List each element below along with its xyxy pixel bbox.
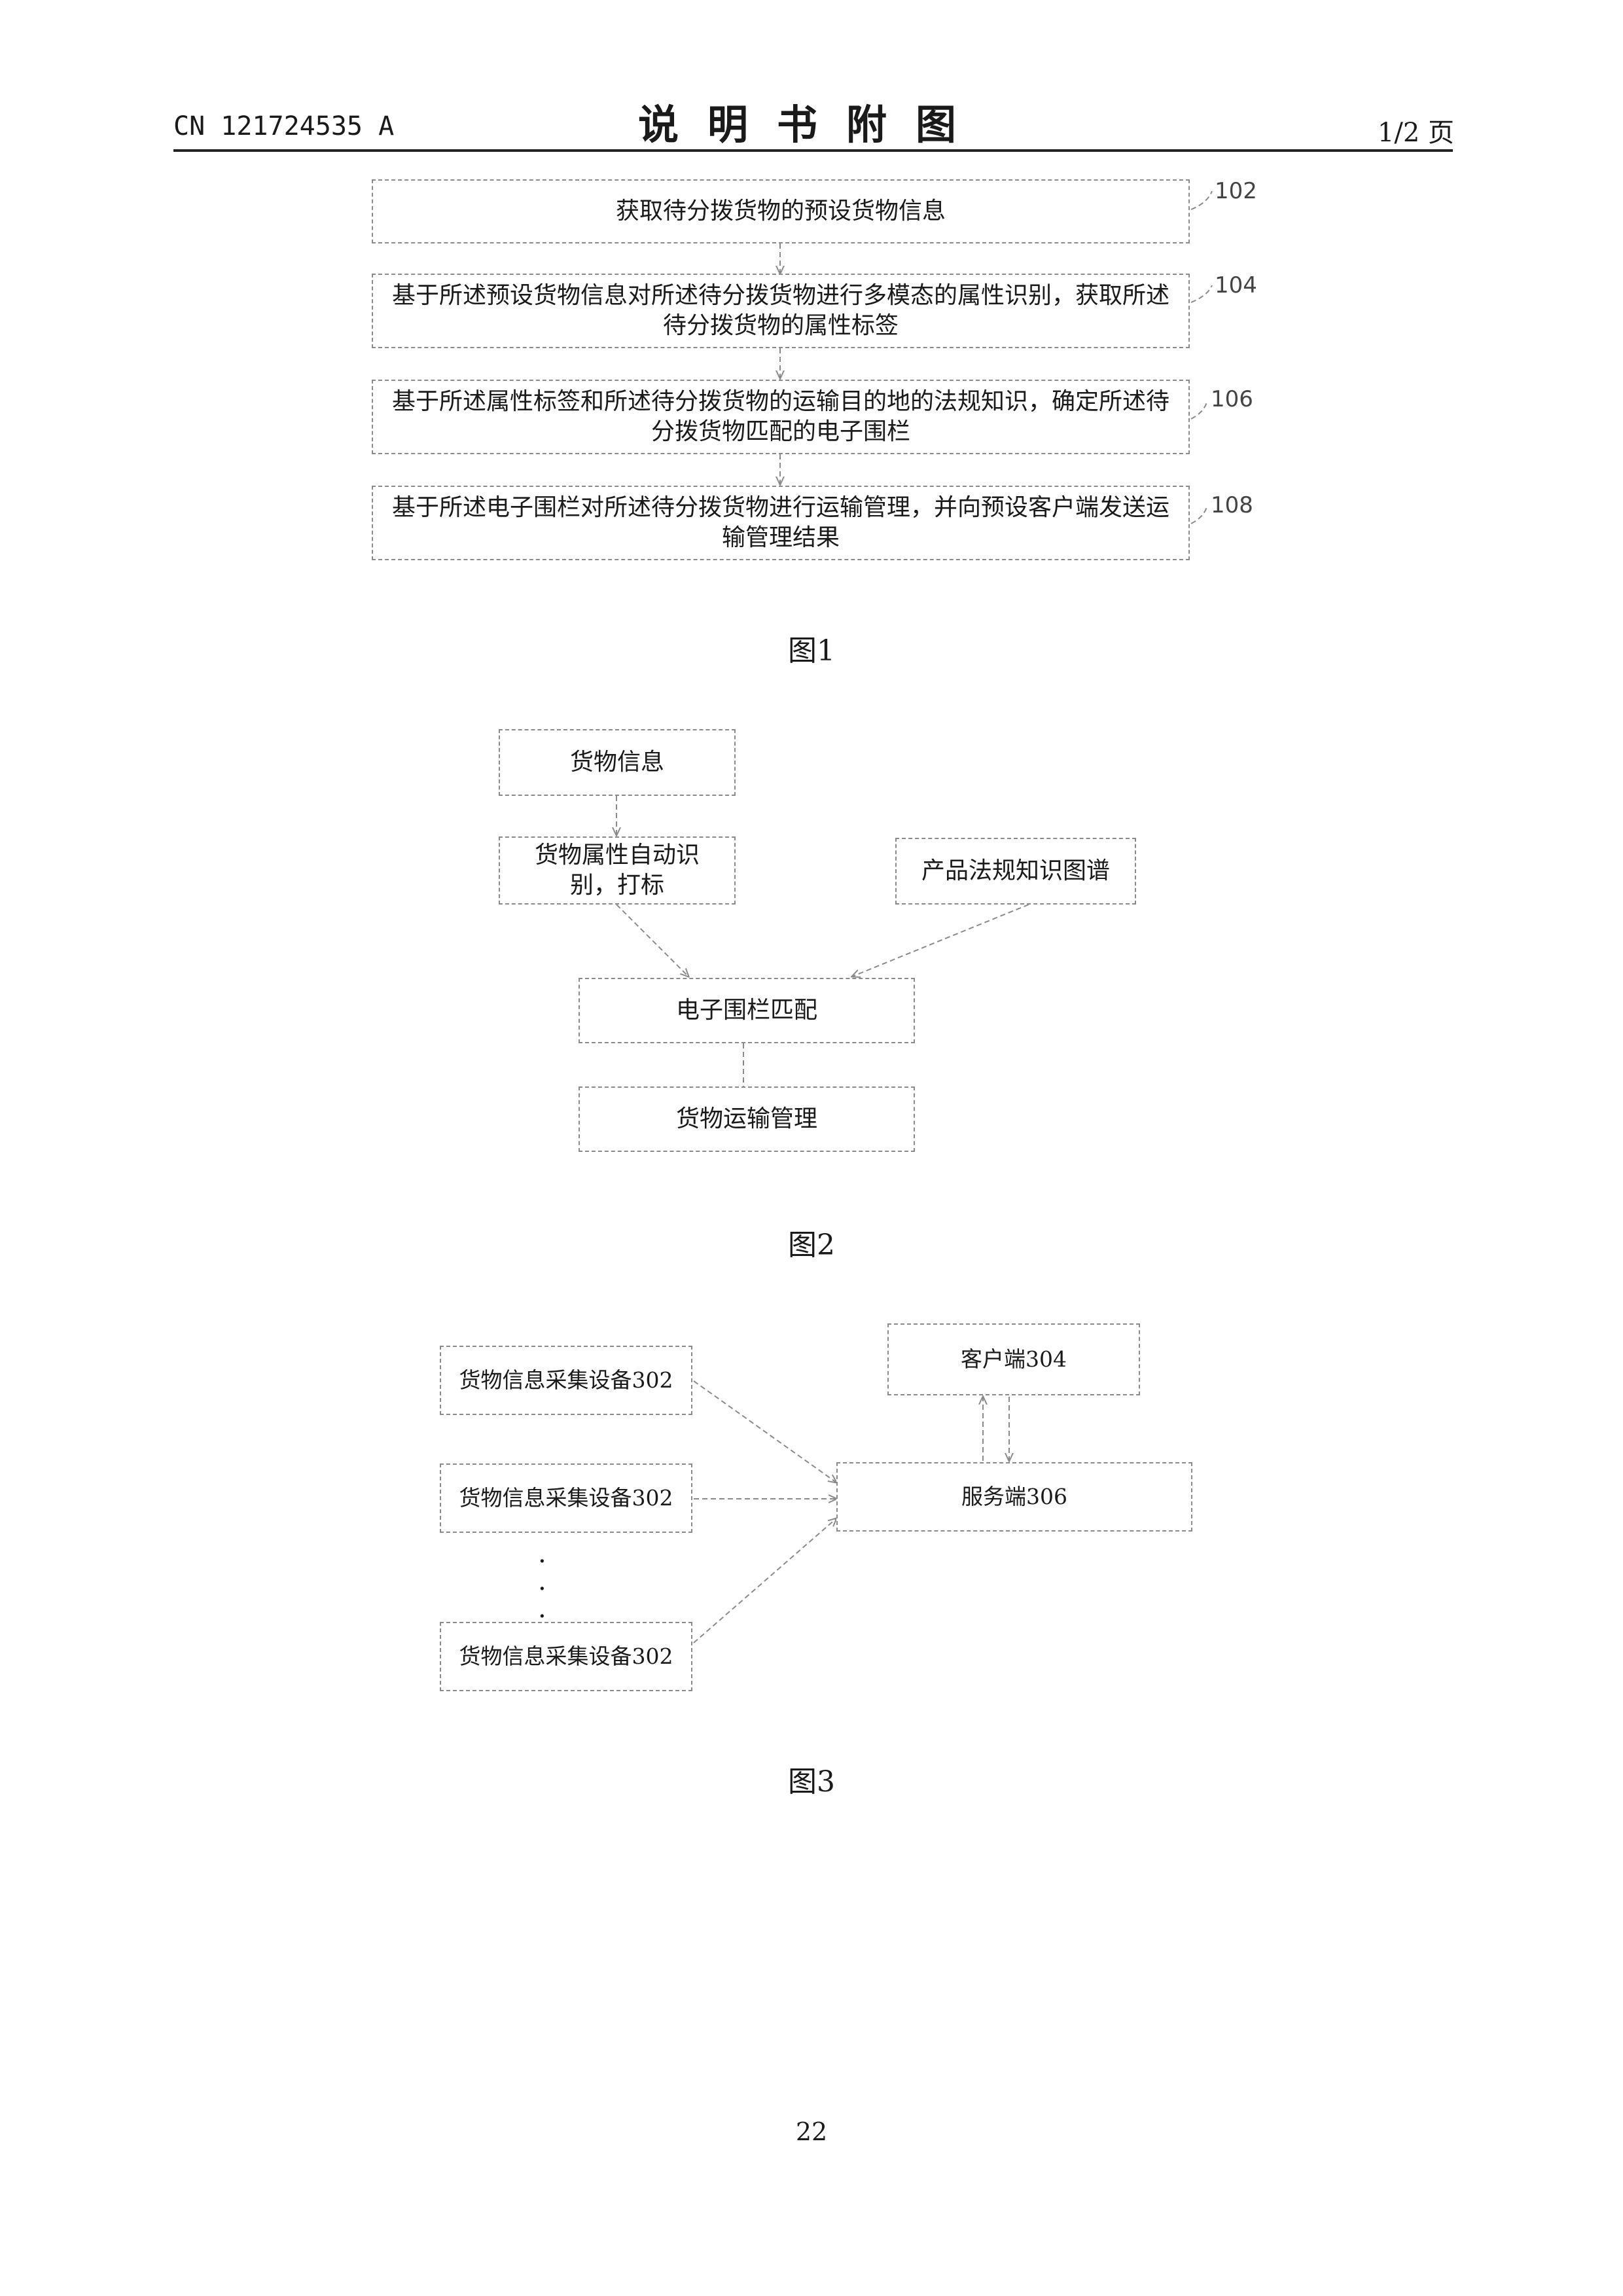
fig1-caption: 图1 <box>0 627 1623 669</box>
fig3-device-3-text: 货物信息采集设备302 <box>459 1641 673 1672</box>
fig3-arrow-device1-server <box>694 1381 836 1482</box>
fig2-cargo-info: 货物信息 <box>499 729 736 796</box>
fig1-ref-102: 102 <box>1215 178 1257 204</box>
fig2-attr-recognition: 货物属性自动识别，打标 <box>499 836 736 905</box>
fig3-arrow-device3-server <box>694 1518 836 1643</box>
fig1-leader-106 <box>1191 401 1207 419</box>
page-number: 22 <box>0 2117 1623 2146</box>
fig3-device-1: 货物信息采集设备302 <box>440 1346 692 1415</box>
fig1-ref-104: 104 <box>1215 272 1257 298</box>
fig3-server-text: 服务端306 <box>961 1482 1067 1512</box>
fig3-ellipsis-dot-2: . <box>538 1568 546 1594</box>
fig1-step-104-text: 基于所述预设货物信息对所述待分拨货物进行多模态的属性识别，获取所述待分拨货物的属… <box>383 281 1178 341</box>
fig3-device-3: 货物信息采集设备302 <box>440 1622 692 1691</box>
fig1-step-108-text: 基于所述电子围栏对所述待分拨货物进行运输管理，并向预设客户端发送运输管理结果 <box>383 493 1178 553</box>
fig3-caption: 图3 <box>0 1758 1623 1800</box>
fig1-step-106: 基于所述属性标签和所述待分拨货物的运输目的地的法规知识，确定所述待分拨货物匹配的… <box>372 380 1190 454</box>
fig3-device-2: 货物信息采集设备302 <box>440 1463 692 1533</box>
fig2-transport-mgmt-text: 货物运输管理 <box>676 1104 817 1134</box>
fig2-cargo-info-text: 货物信息 <box>570 747 664 778</box>
fig2-arrow-attr-fence <box>616 905 688 977</box>
fig3-client: 客户端304 <box>887 1323 1140 1395</box>
fig2-caption: 图2 <box>0 1221 1623 1263</box>
fig1-step-108: 基于所述电子围栏对所述待分拨货物进行运输管理，并向预设客户端发送运输管理结果 <box>372 486 1190 560</box>
fig2-fence-matching-text: 电子围栏匹配 <box>676 996 817 1026</box>
fig3-device-2-text: 货物信息采集设备302 <box>459 1483 673 1513</box>
fig3-server: 服务端306 <box>836 1462 1192 1532</box>
fig1-leader-102 <box>1191 191 1212 209</box>
fig1-step-102: 获取待分拨货物的预设货物信息 <box>372 179 1190 243</box>
fig1-leader-108 <box>1191 505 1207 524</box>
fig1-ref-106: 106 <box>1211 386 1253 412</box>
fig2-regulation-graph-text: 产品法规知识图谱 <box>921 856 1110 886</box>
fig1-step-104: 基于所述预设货物信息对所述待分拨货物进行多模态的属性识别，获取所述待分拨货物的属… <box>372 274 1190 348</box>
fig3-client-text: 客户端304 <box>961 1344 1067 1374</box>
fig1-step-106-text: 基于所述属性标签和所述待分拨货物的运输目的地的法规知识，确定所述待分拨货物匹配的… <box>383 387 1178 447</box>
fig3-device-1-text: 货物信息采集设备302 <box>459 1365 673 1395</box>
fig3-ellipsis-dot-1: . <box>538 1541 546 1567</box>
fig3-ellipsis-dot-3: . <box>538 1596 546 1622</box>
fig1-step-102-text: 获取待分拨货物的预设货物信息 <box>616 196 946 226</box>
fig2-fence-matching: 电子围栏匹配 <box>579 978 915 1043</box>
fig2-transport-mgmt: 货物运输管理 <box>579 1086 915 1152</box>
fig2-attr-recognition-text: 货物属性自动识别，打标 <box>513 840 721 901</box>
fig2-regulation-graph: 产品法规知识图谱 <box>895 838 1136 905</box>
fig2-arrow-graph-fence <box>852 905 1029 977</box>
fig1-leader-104 <box>1191 285 1212 302</box>
fig1-ref-108: 108 <box>1211 492 1253 518</box>
